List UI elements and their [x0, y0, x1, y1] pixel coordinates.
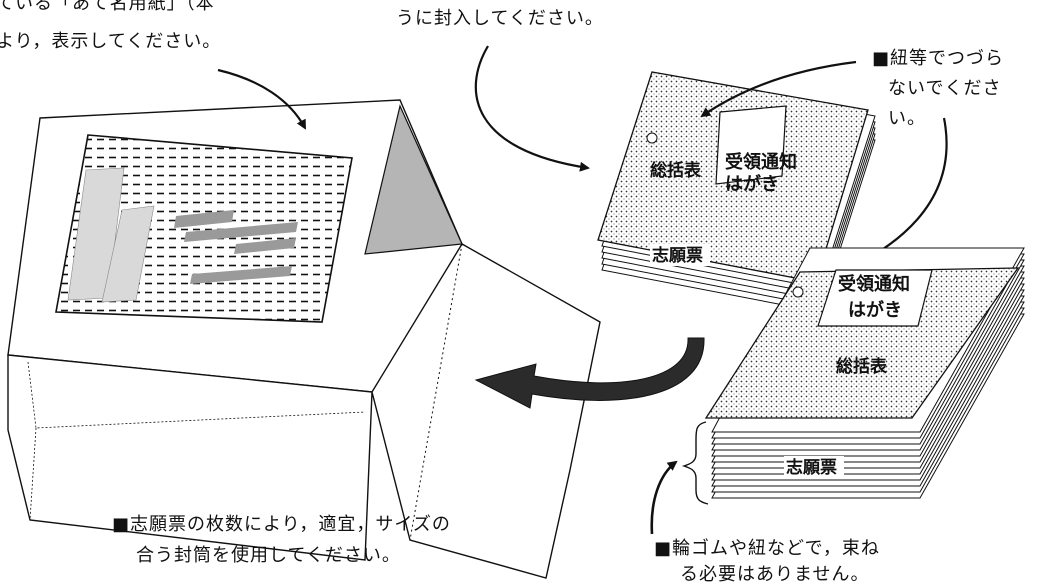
top-left-note-line2: より，表示してください。 [0, 31, 222, 52]
application-form-upper-label: 志願票 [652, 245, 703, 266]
envelope-flap-fold [409, 243, 463, 541]
envelope-size-note-line2: 合う封筒を使用してください。 [136, 545, 401, 566]
no-rubber-band-note-line2: る必要はありません。 [680, 564, 870, 585]
no-binding-arrow-top [700, 60, 857, 118]
envelope-size-note-line1: ■志願票の枚数により，適宜，サイズの [112, 514, 451, 535]
insert-into-envelope-arrow [474, 337, 705, 409]
enclose-pointer-arrow [474, 45, 590, 172]
application-form-lower-label: 志願票 [786, 457, 837, 478]
no-rubber-band-note-line1: ■輪ゴムや紐などで，束ね [654, 538, 880, 559]
top-left-note-line1: ている「あて名用紙」（本 [0, 0, 215, 14]
stack-brace [681, 421, 709, 505]
address-bar-2 [184, 222, 298, 242]
envelope-open-flap [371, 243, 601, 579]
address-bar-4 [190, 266, 292, 284]
postcard-lower [817, 269, 933, 327]
envelope-front-panel [7, 354, 373, 561]
postcard-upper [715, 105, 787, 185]
address-bar-3 [234, 238, 296, 254]
document-stack-lower: 受領通知 はがき 総括表 志願票 [681, 247, 1025, 505]
application-form-lower-label-bg [784, 456, 844, 478]
summary-sheet-lower [704, 267, 1020, 419]
address-bar-1 [174, 210, 234, 228]
envelope [7, 99, 601, 579]
postcard-lower-line1: 受領通知 [838, 273, 910, 295]
no-binding-note-line3: い。 [888, 108, 926, 129]
no-rubber-band-arrow [650, 460, 678, 535]
application-form-upper-label-bg [650, 244, 710, 266]
summary-sheet-upper-label: 総括表 [650, 160, 702, 181]
postcard-upper-line2: はがき [725, 173, 779, 195]
postcard-lower-line2: はがき [848, 299, 902, 321]
summary-sheet-lower-label: 総括表 [836, 356, 888, 377]
postcard-upper-line1: 受領通知 [725, 151, 797, 173]
envelope-side-flap [364, 104, 463, 255]
envelope-front-bottom-fold [29, 427, 37, 521]
no-binding-note-line1: ■紐等でつづら [872, 48, 1005, 69]
top-center-note: うに封入してください。 [396, 8, 604, 29]
punch-hole-lower [792, 286, 804, 298]
address-postal-block-2 [101, 205, 155, 303]
punch-hole-upper [646, 132, 658, 144]
label-pointer-arrow [217, 68, 306, 130]
no-binding-note-line2: ないでくださ [888, 78, 1002, 99]
